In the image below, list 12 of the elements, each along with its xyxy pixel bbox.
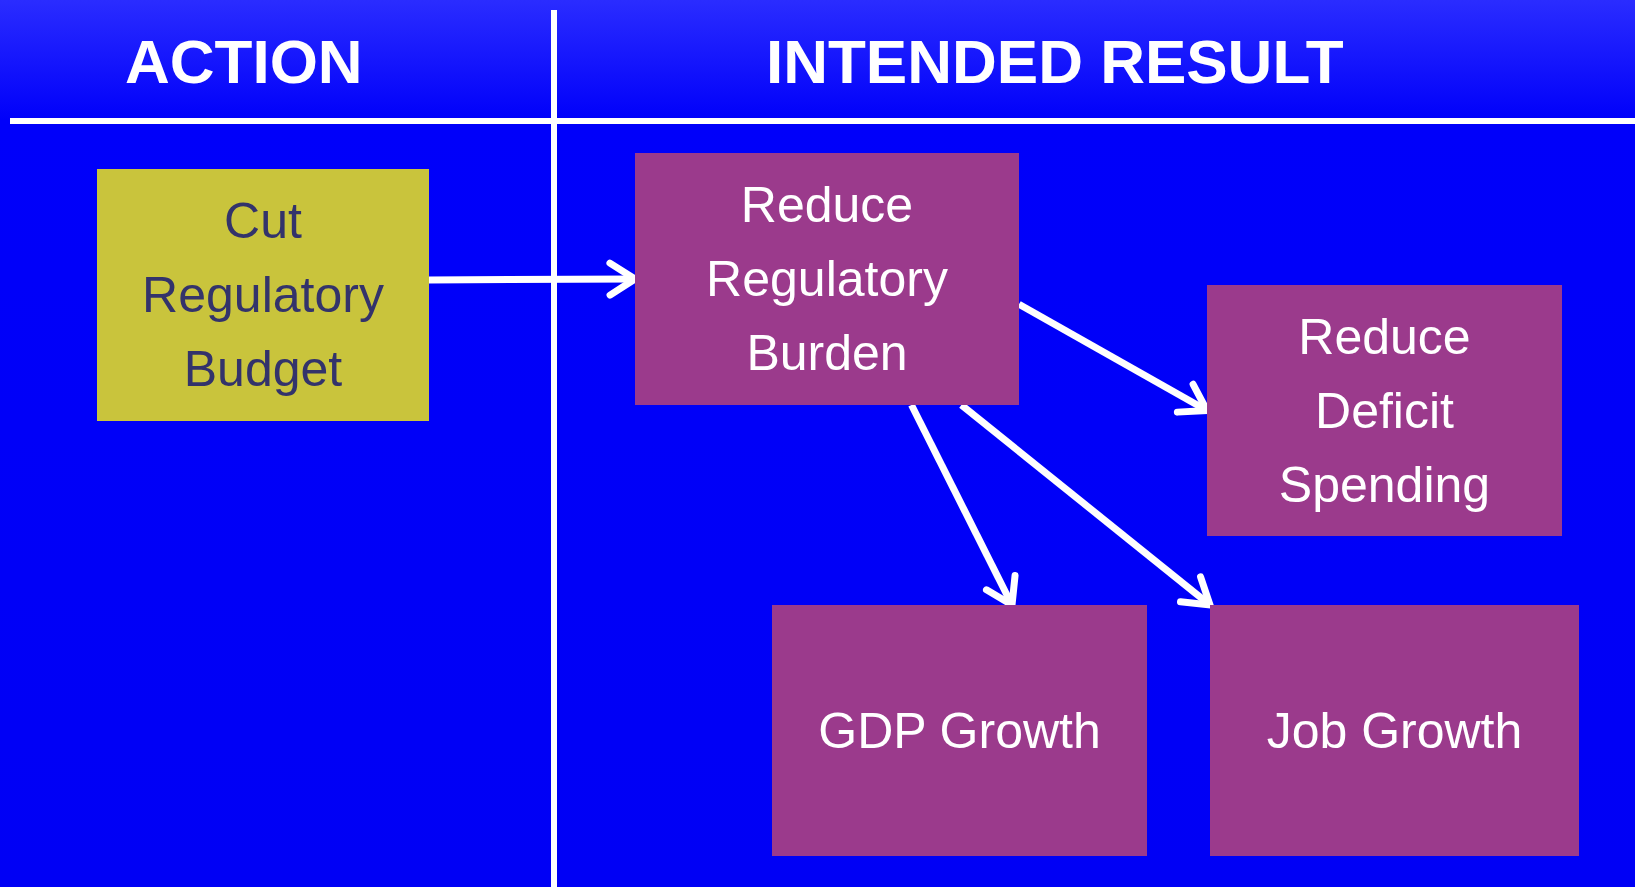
process-box — [1210, 605, 1579, 856]
process-box — [97, 169, 429, 421]
box-label: Reduce Regulatory Burden — [705, 176, 949, 383]
box-label: Cut Regulatory Budget — [141, 192, 385, 399]
box-label: GDP Growth — [818, 701, 1101, 761]
process-box — [772, 605, 1147, 856]
process-box — [1207, 285, 1562, 536]
box-label: Job Growth — [1266, 701, 1523, 761]
column-heading: ACTION — [125, 26, 363, 97]
process-box — [635, 153, 1019, 405]
box-label: Reduce Deficit Spending — [1277, 307, 1492, 515]
column-heading: INTENDED RESULT — [766, 26, 1344, 97]
